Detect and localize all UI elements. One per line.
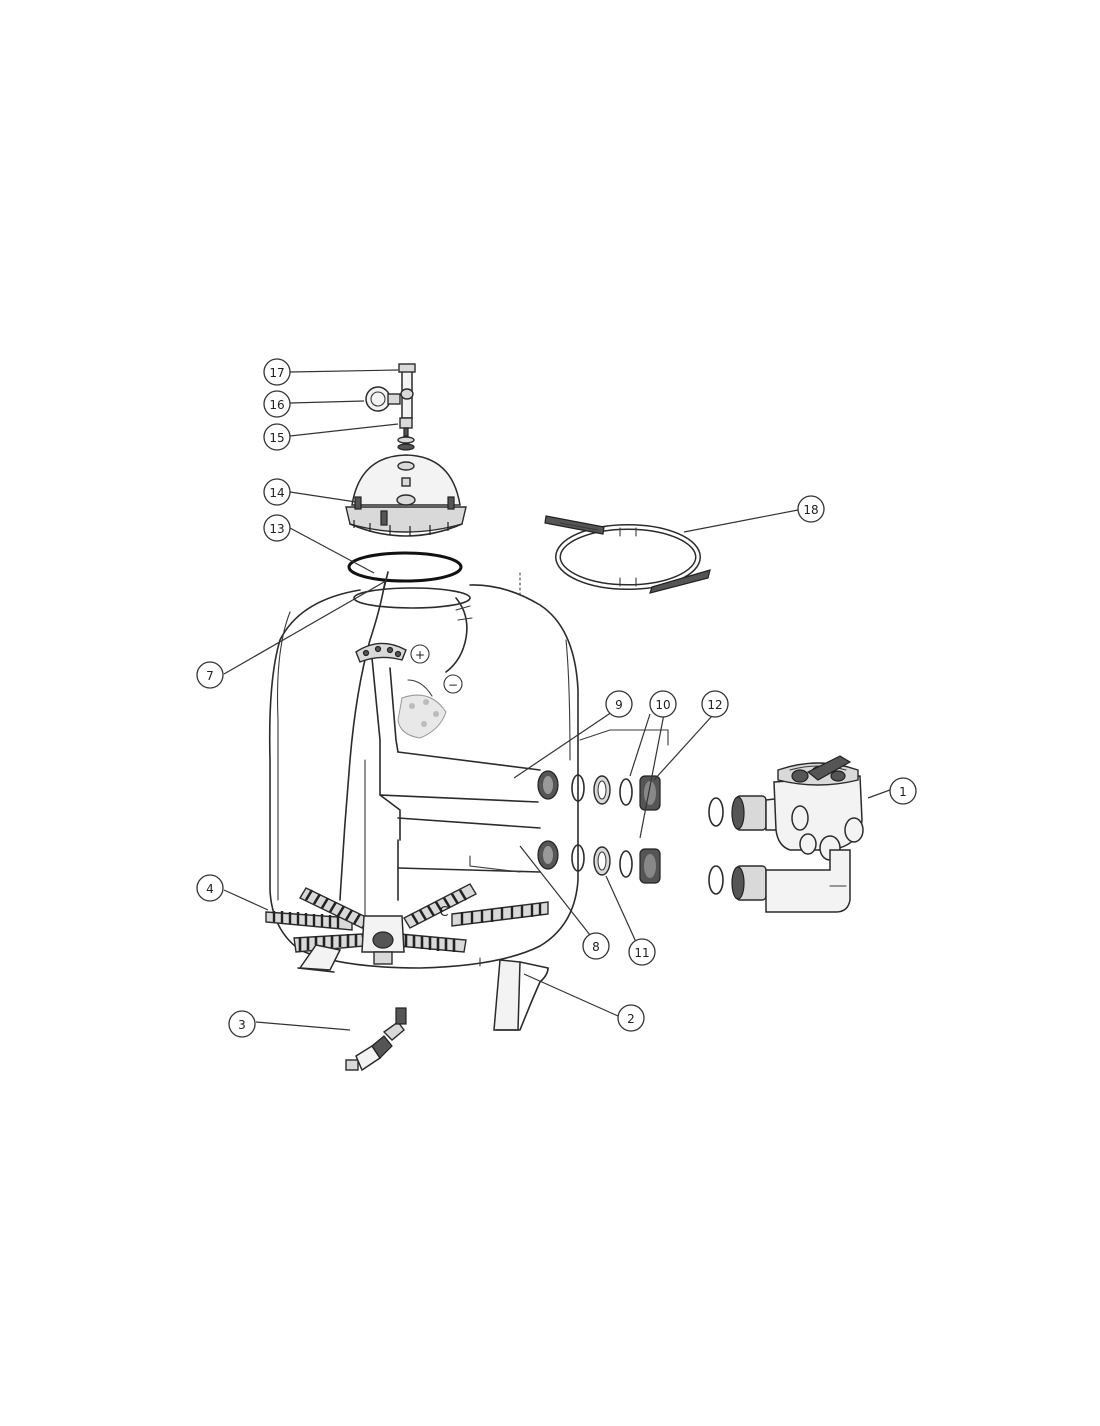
callout-15: 15	[263, 423, 291, 451]
callout-label: 18	[803, 503, 818, 517]
callout-12: 12	[701, 690, 729, 718]
part-17-gauge-tee	[398, 363, 416, 419]
port-seals-lower	[571, 844, 661, 884]
rotation-indicator: + −	[407, 644, 463, 697]
callout-7: 7	[196, 661, 224, 689]
exploded-guideline-lower	[469, 855, 521, 873]
collector-hub	[361, 915, 405, 965]
part-15-air-purge	[397, 417, 415, 451]
callout-label: 8	[592, 940, 600, 954]
callout-18: 18	[797, 495, 825, 523]
callout-label: 1	[899, 785, 907, 799]
callout-10: 10	[649, 690, 677, 718]
callout-label: 9	[615, 698, 623, 712]
callout-label: 15	[269, 431, 284, 445]
part-18-lid-wrench	[544, 515, 711, 594]
callout-9: 9	[605, 690, 633, 718]
callout-16: 16	[263, 390, 291, 418]
diffuser-ghost-position	[397, 694, 447, 739]
lateral-left-lower	[265, 911, 353, 931]
callout-label: 17	[269, 366, 284, 380]
filter-tank	[268, 572, 579, 969]
plus-symbol: +	[415, 648, 425, 662]
callout-4: 4	[196, 874, 224, 902]
part-16-manometer	[365, 386, 401, 412]
callout-label: 12	[707, 698, 722, 712]
part-4-laterals: C	[265, 883, 549, 965]
callout-label: 16	[269, 398, 284, 412]
top-diffuser	[355, 642, 407, 663]
minus-symbol: −	[448, 678, 458, 692]
lateral-left-upper	[299, 887, 369, 929]
part-13-lid-oring	[347, 551, 463, 583]
callout-label: 7	[206, 669, 214, 683]
exploded-guideline-upper	[579, 729, 669, 746]
minus-symbol-circle	[443, 674, 463, 694]
port-seals-upper	[571, 774, 661, 811]
callout-label: 10	[655, 698, 670, 712]
callout-label: 11	[634, 946, 649, 960]
lateral-c-mark: C	[439, 905, 448, 920]
callout-1: 1	[889, 777, 917, 805]
plus-symbol-circle	[410, 644, 430, 664]
callout-17: 17	[263, 358, 291, 386]
internal-collector-pipes	[364, 657, 541, 926]
callout-2: 2	[617, 1004, 645, 1032]
callout-label: 14	[269, 486, 284, 500]
callout-label: 4	[206, 882, 214, 896]
part-14-filter-lid	[345, 454, 467, 537]
part-1-multiport-valve	[708, 755, 864, 913]
callout-label: 3	[238, 1018, 246, 1032]
callout-14: 14	[263, 478, 291, 506]
callout-3: 3	[228, 1010, 256, 1038]
lateral-right-upper	[403, 883, 477, 929]
callout-label: 13	[269, 522, 284, 536]
lateral-right-far	[451, 901, 549, 927]
callout-13: 13	[263, 514, 291, 542]
callout-label: 2	[627, 1012, 635, 1026]
part-3-drain-plug	[345, 1007, 407, 1072]
tank-ports	[537, 770, 559, 870]
part-2-support-base	[297, 944, 549, 1031]
part-7-air-tube	[339, 571, 389, 901]
callout-8: 8	[582, 932, 610, 960]
lateral-right-front	[397, 933, 467, 953]
callout-11: 11	[628, 938, 656, 966]
leader-lines	[223, 369, 891, 1031]
